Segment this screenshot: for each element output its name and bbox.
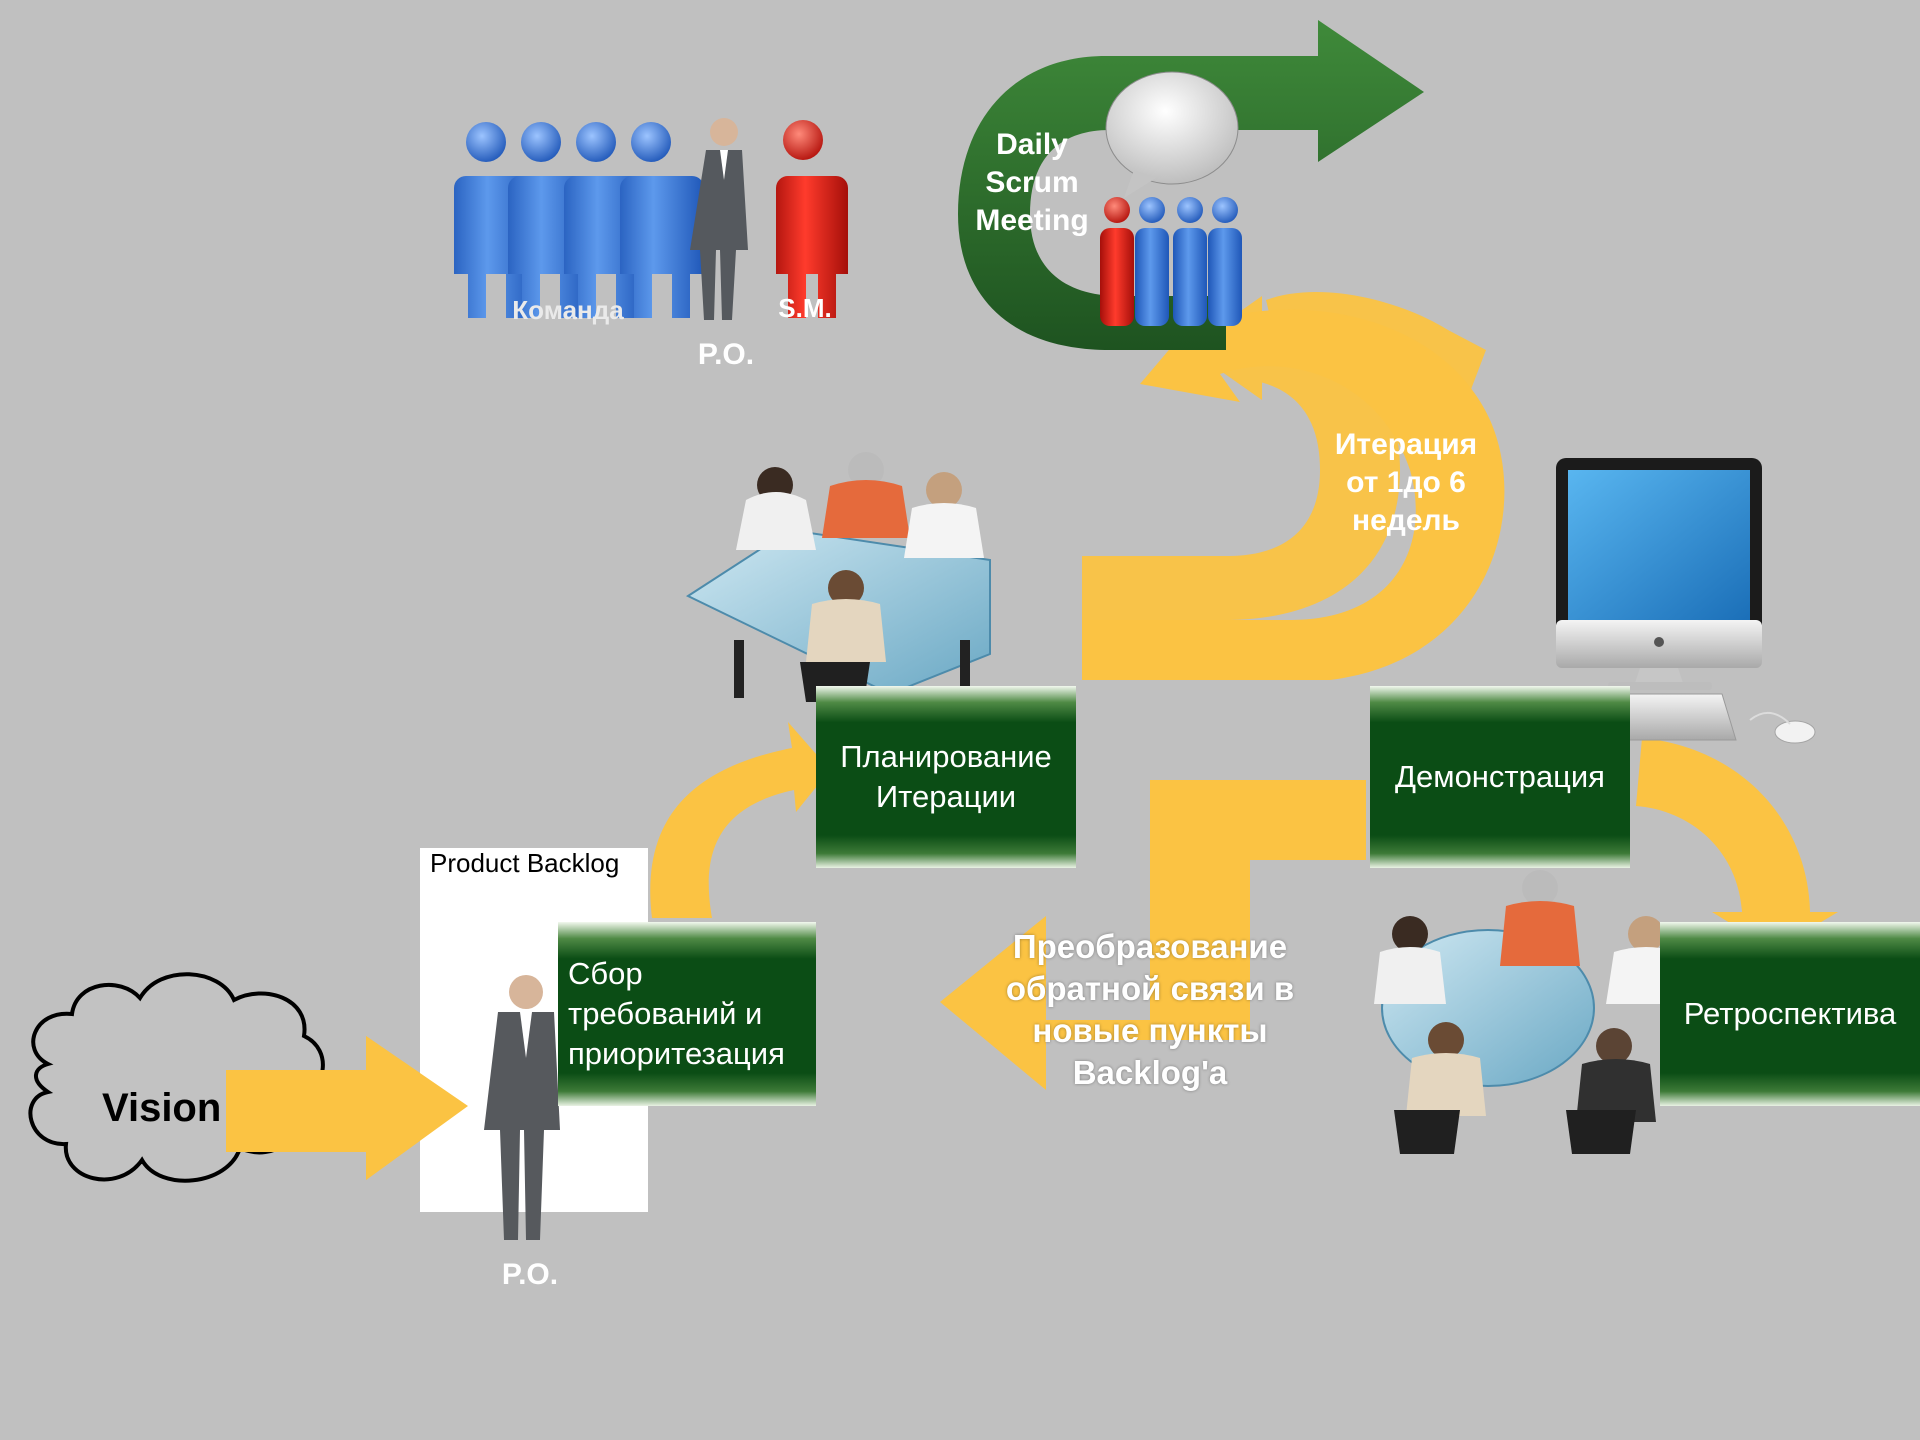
- iteration-loop-arrow-top: [1082, 309, 1505, 680]
- vision-label: Vision: [102, 1086, 222, 1130]
- product-owner-label: P.O.: [697, 338, 755, 371]
- requirements-box: Сбор требований и приоритезация: [558, 922, 816, 1106]
- person-red-icon: [770, 120, 848, 318]
- product-backlog-title: Product Backlog: [430, 848, 620, 878]
- retro-meeting-icon: [1374, 870, 1686, 1154]
- daily-scrum-label: Daily Scrum Meeting: [975, 128, 1089, 238]
- daily-scrum-people-icon: [1100, 197, 1242, 326]
- feedback-arrow: [940, 780, 1366, 1090]
- retrospective-box: Ретроспектива: [1660, 922, 1920, 1106]
- daily-scrum-arrow-body: [958, 20, 1424, 350]
- businessman-icon: [690, 118, 748, 320]
- retro-arrow: [1636, 738, 1838, 950]
- demo-box: Демонстрация: [1370, 686, 1630, 868]
- product-owner-icon: [484, 975, 560, 1240]
- team-label: Команда: [512, 295, 624, 325]
- scrum-master-label: S.M.: [778, 293, 832, 323]
- backlog-owner-label: P.O.: [501, 1258, 559, 1291]
- people-group-icon: [446, 122, 704, 318]
- planning-box: Планирование Итерации: [816, 686, 1076, 868]
- feedback-label: Преобразование обратной связи в новые пу…: [1005, 928, 1295, 1091]
- meeting-table-icon: [685, 452, 991, 702]
- vision-arrow-front: [226, 1036, 468, 1180]
- planning-arrow: [650, 722, 830, 918]
- iteration-label: Итерация от 1до 6 недель: [1334, 428, 1478, 538]
- speech-bubble-icon: [1105, 71, 1239, 198]
